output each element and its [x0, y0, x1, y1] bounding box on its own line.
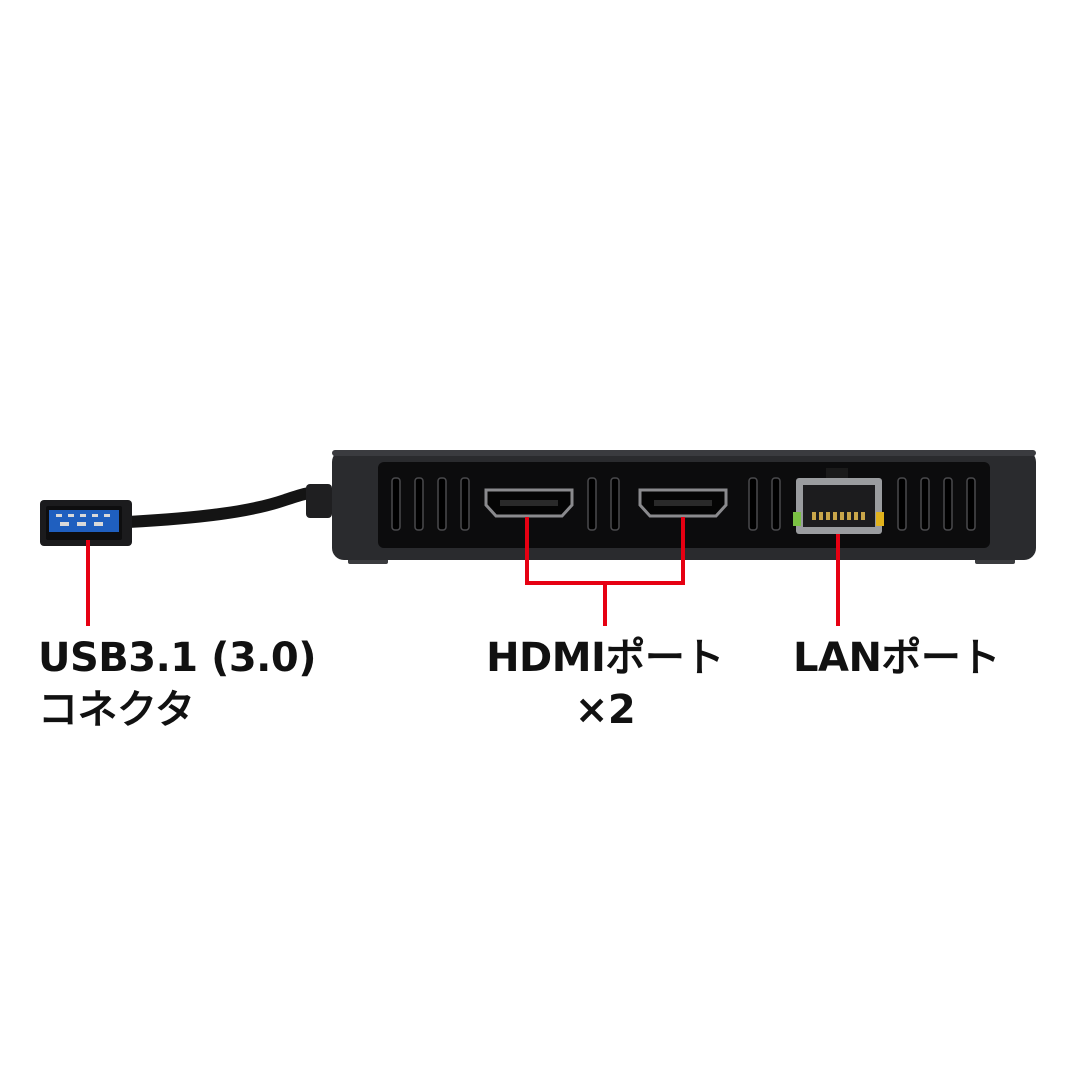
hdmi-port-label: HDMIポート ×2 — [470, 632, 740, 736]
usb-cable — [122, 484, 332, 528]
lan-port — [793, 468, 884, 534]
hdmi-label-line2: ×2 — [574, 687, 636, 733]
vent-slots — [391, 477, 976, 531]
callout-lines — [86, 517, 840, 626]
lan-label-line1: LANポート — [793, 635, 1000, 681]
hdmi-port-2 — [638, 488, 728, 518]
usb-label-line2: コネクタ — [38, 687, 195, 733]
usb-label-line1: USB3.1 (3.0) — [38, 635, 316, 681]
lan-port-label: LANポート — [793, 632, 1000, 684]
usb-connector — [40, 500, 132, 546]
hdmi-port-1 — [484, 488, 574, 518]
hdmi-label-line1: HDMIポート — [486, 635, 724, 681]
usb-connector-label: USB3.1 (3.0) コネクタ — [38, 632, 316, 736]
